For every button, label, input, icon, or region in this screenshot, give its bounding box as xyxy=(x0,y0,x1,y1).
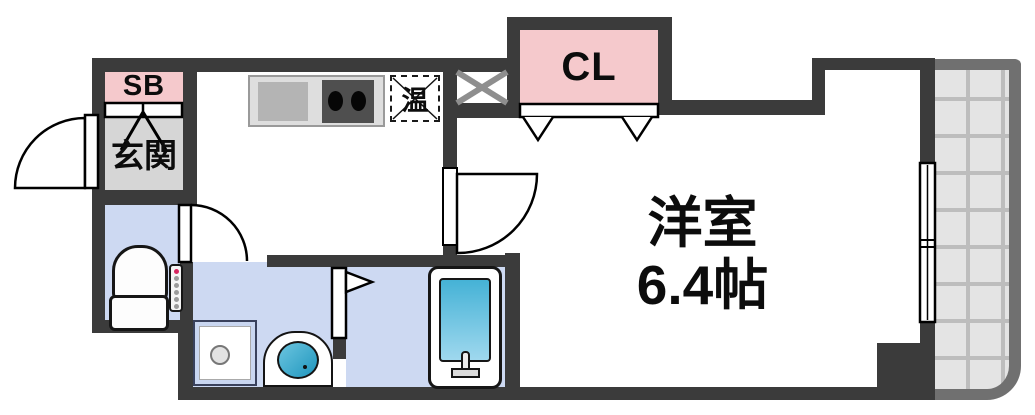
wall-bathroom-east xyxy=(505,253,520,400)
closet-bifold-mark xyxy=(521,116,555,143)
water-heater-label: 温 xyxy=(401,86,429,116)
wall-entrance-east xyxy=(183,58,197,198)
wall-washroom-bottom xyxy=(178,387,520,400)
closet-label: CL xyxy=(561,44,617,89)
washing-machine-pan xyxy=(193,320,257,386)
wall-mainroom-top-right xyxy=(812,58,935,70)
toilet-door-arc xyxy=(190,203,249,262)
entrance-door-arc xyxy=(13,116,87,190)
burner-icon xyxy=(351,91,366,111)
pillar xyxy=(877,343,933,389)
toilet-tank xyxy=(109,295,169,331)
wall-top-step xyxy=(812,58,825,115)
closet-bifold-mark xyxy=(620,116,654,143)
mainroom-door-arc xyxy=(455,172,539,255)
toilet-door-leaf xyxy=(177,203,193,264)
wall-toilet-east xyxy=(180,262,193,333)
toilet-control-panel xyxy=(169,264,183,312)
mainroom-door-opening xyxy=(442,167,458,246)
main-room-label: 洋室 6.4帖 xyxy=(550,182,855,327)
balcony-outer-wall xyxy=(935,59,1021,400)
main-room-name: 洋室 xyxy=(647,191,758,254)
drain-icon xyxy=(210,345,230,365)
fridge-space-x-icon xyxy=(455,69,509,106)
panel-led xyxy=(173,269,179,274)
wall-toilet-top xyxy=(92,190,197,205)
wall-mainroom-bottom xyxy=(457,387,935,400)
wall-mainroom-west-lower xyxy=(443,242,457,267)
entrance-label: 玄関 xyxy=(111,137,177,174)
balcony-floor xyxy=(935,64,1009,390)
mainroom-window xyxy=(918,161,937,324)
stove xyxy=(322,80,374,123)
shoe-box-label: SB xyxy=(122,69,166,102)
basin-drain-icon xyxy=(303,365,307,369)
closet-door-track xyxy=(518,102,660,119)
wall-east-above-window xyxy=(920,58,935,165)
faucet-base-icon xyxy=(451,368,480,378)
wall-bathroom-door-stub xyxy=(333,338,346,359)
washbasin-bowl xyxy=(277,341,319,379)
water-heater-box xyxy=(390,75,440,122)
wall-under-fridge xyxy=(443,103,520,118)
bathroom-door-leaf xyxy=(330,266,348,340)
wall-closet-top xyxy=(507,17,672,30)
shoe-box-area xyxy=(105,72,183,103)
kitchen-sink xyxy=(258,82,308,121)
bathtub-water xyxy=(439,278,491,362)
main-room-size: 6.4帖 xyxy=(636,253,769,316)
wall-washroom-west xyxy=(178,333,193,393)
wall-closet-east xyxy=(658,17,672,115)
closet-area xyxy=(520,30,658,104)
wall-mainroom-top-left xyxy=(658,100,812,115)
wall-closet-west xyxy=(507,17,520,118)
burner-icon xyxy=(328,91,343,111)
